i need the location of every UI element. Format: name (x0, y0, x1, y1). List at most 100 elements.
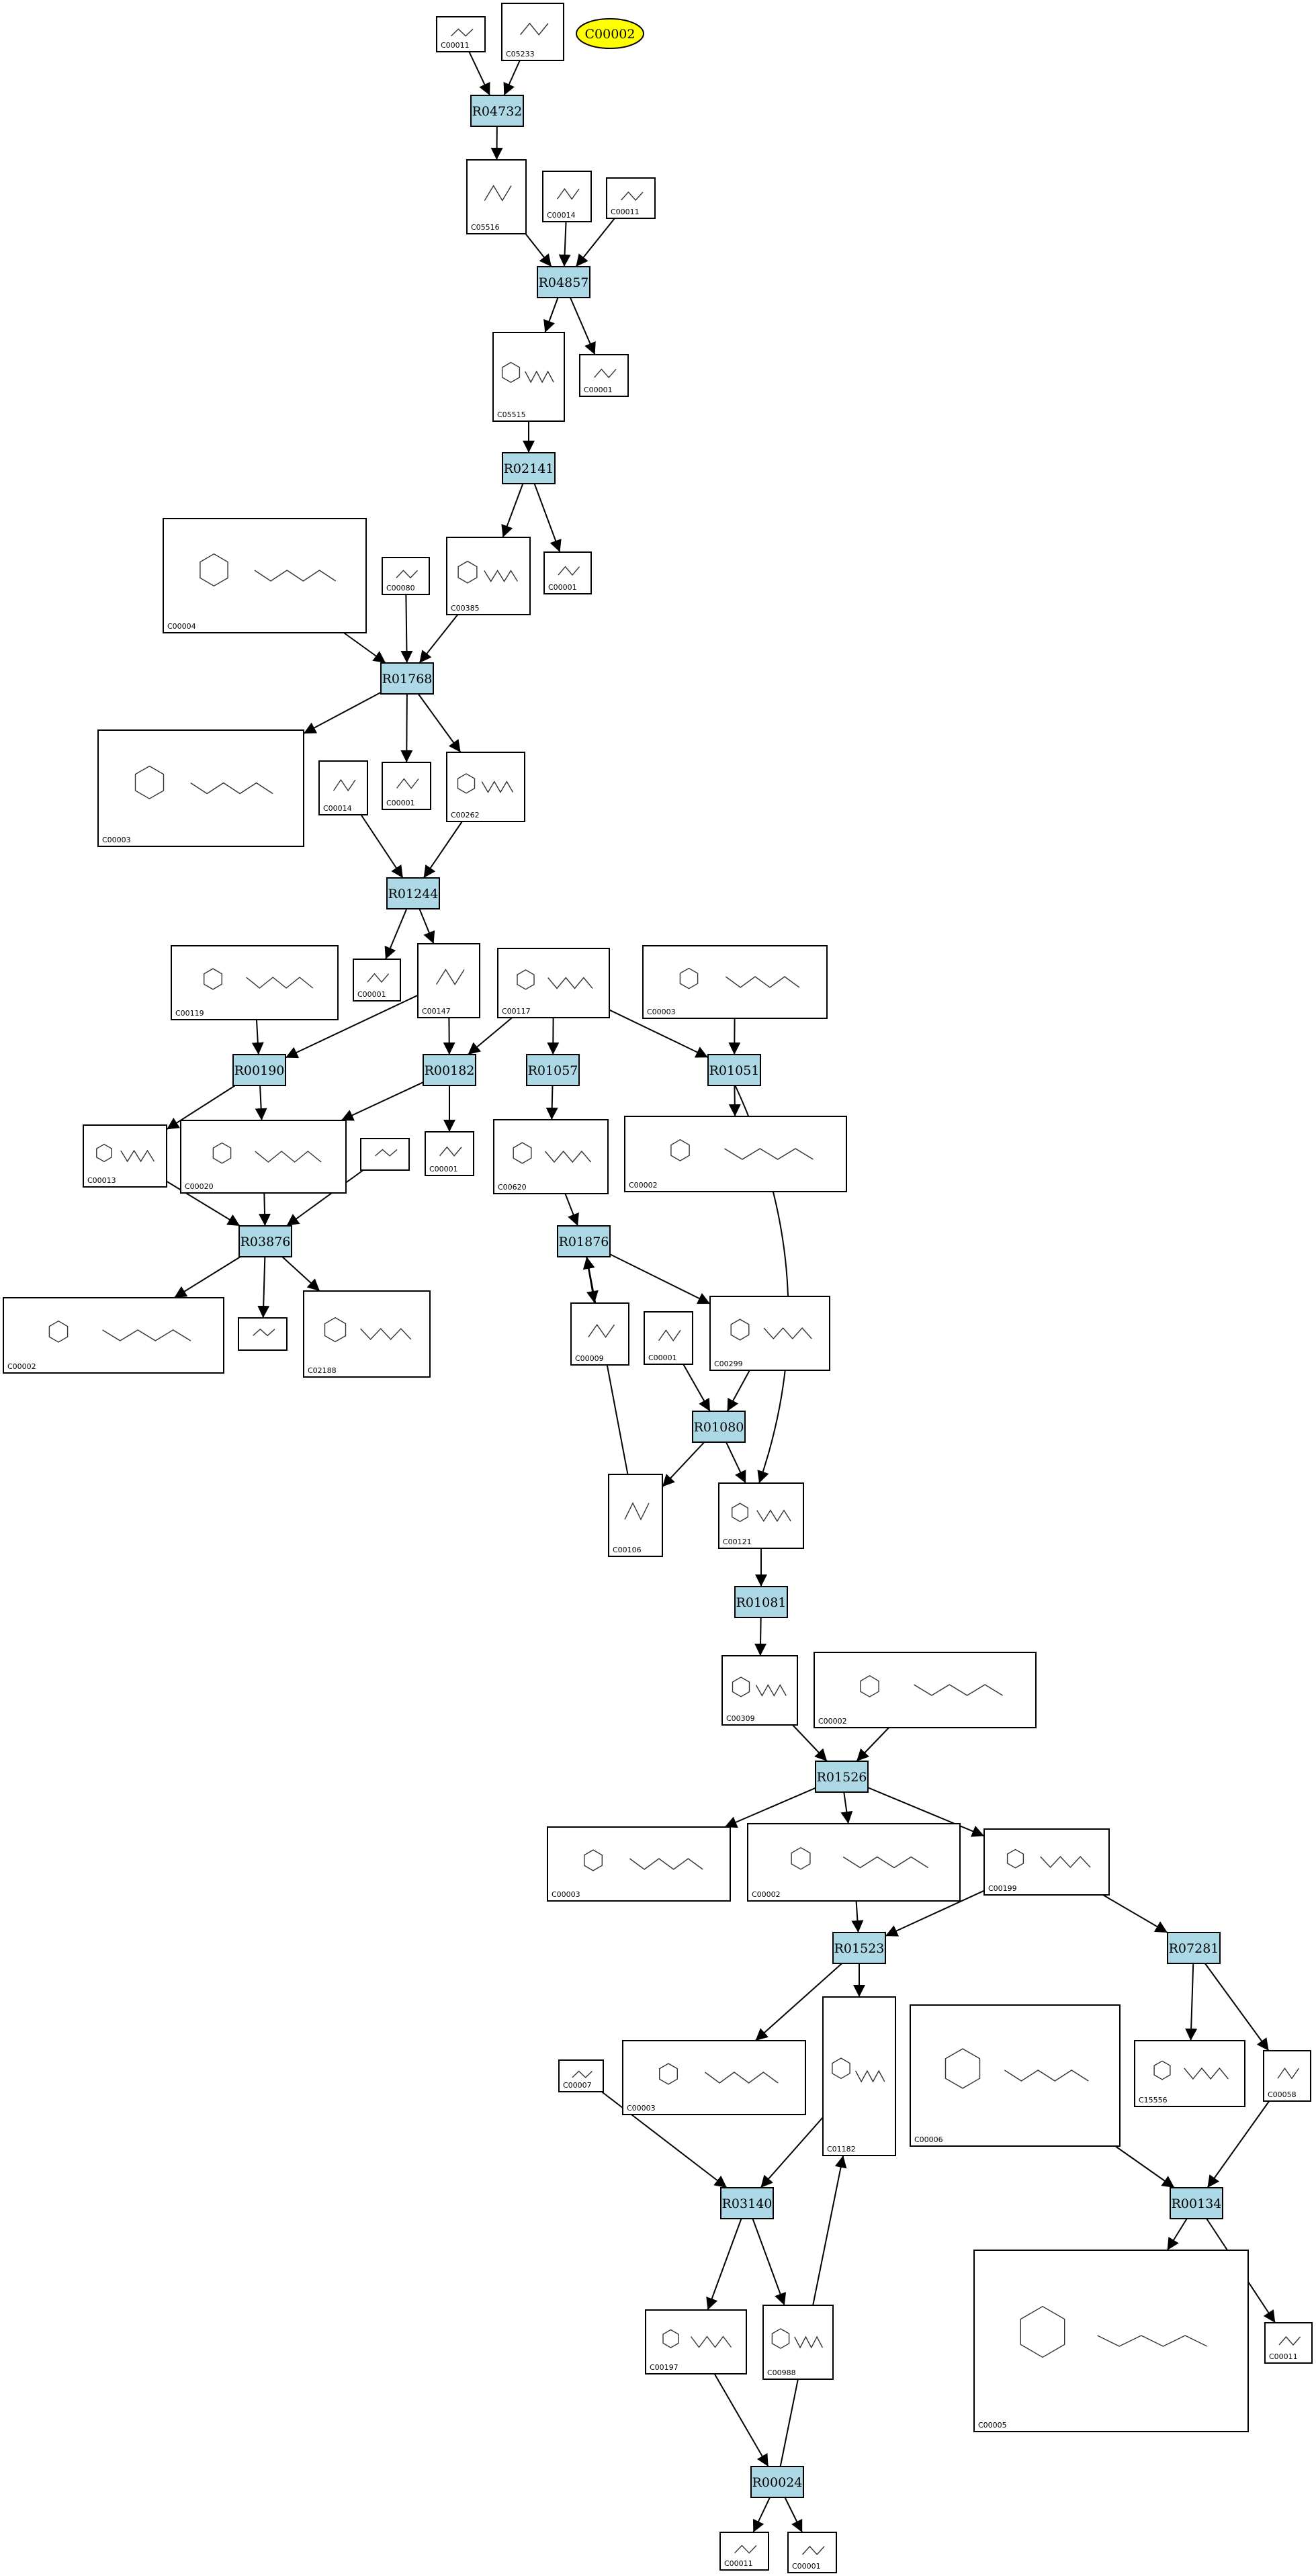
compound-node[interactable]: C00006 (910, 2004, 1121, 2147)
structure-ring-glyph (457, 773, 476, 794)
reaction-node[interactable]: R00190 (232, 1054, 286, 1086)
edge-R01523-c40 (754, 1963, 842, 2041)
reaction-node[interactable]: R04732 (470, 95, 524, 127)
compound-node[interactable]: C00002 (624, 1116, 847, 1192)
reaction-node[interactable]: R00134 (1170, 2187, 1223, 2219)
reaction-node[interactable]: R01768 (380, 662, 434, 695)
compound-box (622, 2040, 806, 2115)
compound-node[interactable]: C00199 (983, 1828, 1110, 1896)
compound-node[interactable]: C00011 (606, 177, 656, 219)
reaction-node[interactable]: R01876 (557, 1225, 611, 1257)
structure-chain-glyph (1097, 2335, 1208, 2347)
compound-node[interactable]: C00119 (171, 945, 339, 1020)
compound-id-label: C00003 (552, 1890, 580, 1899)
compound-node[interactable]: C00106 (608, 1474, 663, 1557)
compound-node[interactable]: C00011 (719, 2532, 769, 2571)
compound-node[interactable]: C05233 (501, 3, 564, 61)
compound-node[interactable]: C05516 (466, 159, 527, 234)
compound-node[interactable]: C00003 (97, 729, 304, 847)
edge-c44-R00134 (1207, 2100, 1270, 2188)
structure-ring-glyph (731, 1503, 749, 1523)
reaction-node[interactable]: R01526 (815, 1761, 869, 1793)
compound-node[interactable]: C00014 (542, 171, 592, 222)
edge-c34-R01526 (792, 1724, 828, 1762)
compound-node[interactable]: C00147 (417, 943, 480, 1018)
compound-node[interactable]: C05515 (492, 332, 565, 422)
compound-node[interactable]: C00001 (382, 762, 431, 810)
reaction-node[interactable]: R01080 (692, 1411, 746, 1443)
compound-node[interactable]: C00309 (721, 1655, 798, 1726)
reaction-node[interactable]: R01057 (526, 1054, 580, 1086)
reaction-node[interactable]: R02141 (502, 452, 556, 484)
reaction-box (1170, 2187, 1223, 2219)
compound-node[interactable]: C00003 (622, 2040, 806, 2115)
edge-c37-R01523 (851, 1900, 864, 1933)
compound-node[interactable]: C00005 (973, 2250, 1249, 2432)
edge-c39-R03140 (601, 2091, 728, 2188)
reaction-node[interactable]: R01051 (707, 1054, 761, 1086)
compound-node[interactable]: C00011 (1264, 2322, 1313, 2364)
reaction-node[interactable]: R04857 (537, 266, 590, 298)
compound-box (497, 948, 610, 1018)
compound-node[interactable]: C15556 (1134, 2040, 1245, 2107)
edge-c3-R04857 (558, 221, 571, 267)
compound-node[interactable]: C02188 (303, 1290, 431, 1378)
compound-node[interactable]: C00004 (163, 518, 367, 633)
compound-tag[interactable]: C00002 (576, 18, 644, 49)
reaction-node[interactable]: R03140 (720, 2187, 774, 2219)
compound-node[interactable]: C00003 (547, 1826, 731, 1902)
reaction-node[interactable]: R07281 (1167, 1932, 1221, 1964)
compound-node[interactable]: C00002 (814, 1652, 1037, 1728)
reaction-box (1167, 1932, 1221, 1964)
compound-id-label: C00988 (767, 2368, 796, 2377)
compound-node[interactable]: C00620 (493, 1119, 609, 1194)
compound-node[interactable]: C00001 (579, 354, 629, 397)
reaction-node[interactable]: R01081 (734, 1586, 788, 1618)
compound-node[interactable]: C01182 (822, 1996, 896, 2156)
compound-id-label: C00299 (714, 1360, 743, 1368)
compound-node[interactable]: C00009 (570, 1302, 629, 1366)
structure-chain-glyph (1004, 2070, 1089, 2082)
structure-chain-glyph (756, 1509, 791, 1522)
compound-node[interactable]: C00262 (446, 752, 525, 822)
compound-id-label: C00014 (323, 804, 352, 813)
compound-node[interactable]: C00020 (180, 1120, 347, 1194)
compound-node[interactable]: C00002 (747, 1823, 961, 1902)
compound-node[interactable] (238, 1317, 288, 1351)
edge-c14-R01244 (423, 821, 463, 879)
compound-node[interactable]: C00117 (497, 948, 610, 1018)
compound-node[interactable]: C00080 (382, 557, 430, 595)
compound-node[interactable]: C00001 (644, 1311, 693, 1365)
edge-R01526-c36 (724, 1787, 816, 1828)
compound-node[interactable]: C00003 (642, 945, 828, 1019)
compound-node[interactable]: C00121 (718, 1482, 804, 1549)
structure-ring-glyph (501, 361, 521, 384)
compound-node[interactable]: C00007 (558, 2059, 604, 2092)
compound-node[interactable]: C00299 (709, 1296, 830, 1371)
compound-node[interactable]: C00988 (762, 2305, 834, 2380)
compound-node[interactable]: C00011 (436, 16, 486, 52)
compound-node[interactable]: C00014 (318, 760, 368, 815)
compound-node[interactable]: C00385 (446, 537, 531, 615)
reaction-node[interactable]: R00182 (423, 1054, 476, 1086)
edge-c45-R00024 (713, 2373, 769, 2467)
structure-ring-glyph (1006, 1849, 1024, 1869)
structure-bond-glyph (658, 1329, 681, 1342)
reaction-node[interactable]: R01523 (832, 1932, 886, 1964)
compound-node[interactable]: C00058 (1263, 2050, 1311, 2102)
compound-node[interactable]: C00002 (3, 1297, 224, 1374)
structure-ring-glyph (212, 1142, 232, 1164)
compound-node[interactable] (360, 1138, 410, 1171)
structure-ring-glyph (730, 1319, 750, 1341)
compound-node[interactable]: C00197 (645, 2309, 747, 2374)
compound-node[interactable]: C00001 (353, 959, 401, 1002)
reaction-node[interactable]: R01244 (386, 877, 440, 909)
compound-node[interactable]: C00001 (787, 2532, 837, 2573)
compound-id-label: C00007 (563, 2081, 592, 2090)
compound-node[interactable]: C00001 (543, 551, 592, 594)
reaction-node[interactable]: R00024 (750, 2466, 804, 2498)
compound-node[interactable]: C00001 (425, 1131, 474, 1176)
edge-c17-R00190 (285, 994, 419, 1059)
compound-node[interactable]: C00013 (83, 1124, 167, 1188)
reaction-node[interactable]: R03876 (238, 1225, 292, 1257)
